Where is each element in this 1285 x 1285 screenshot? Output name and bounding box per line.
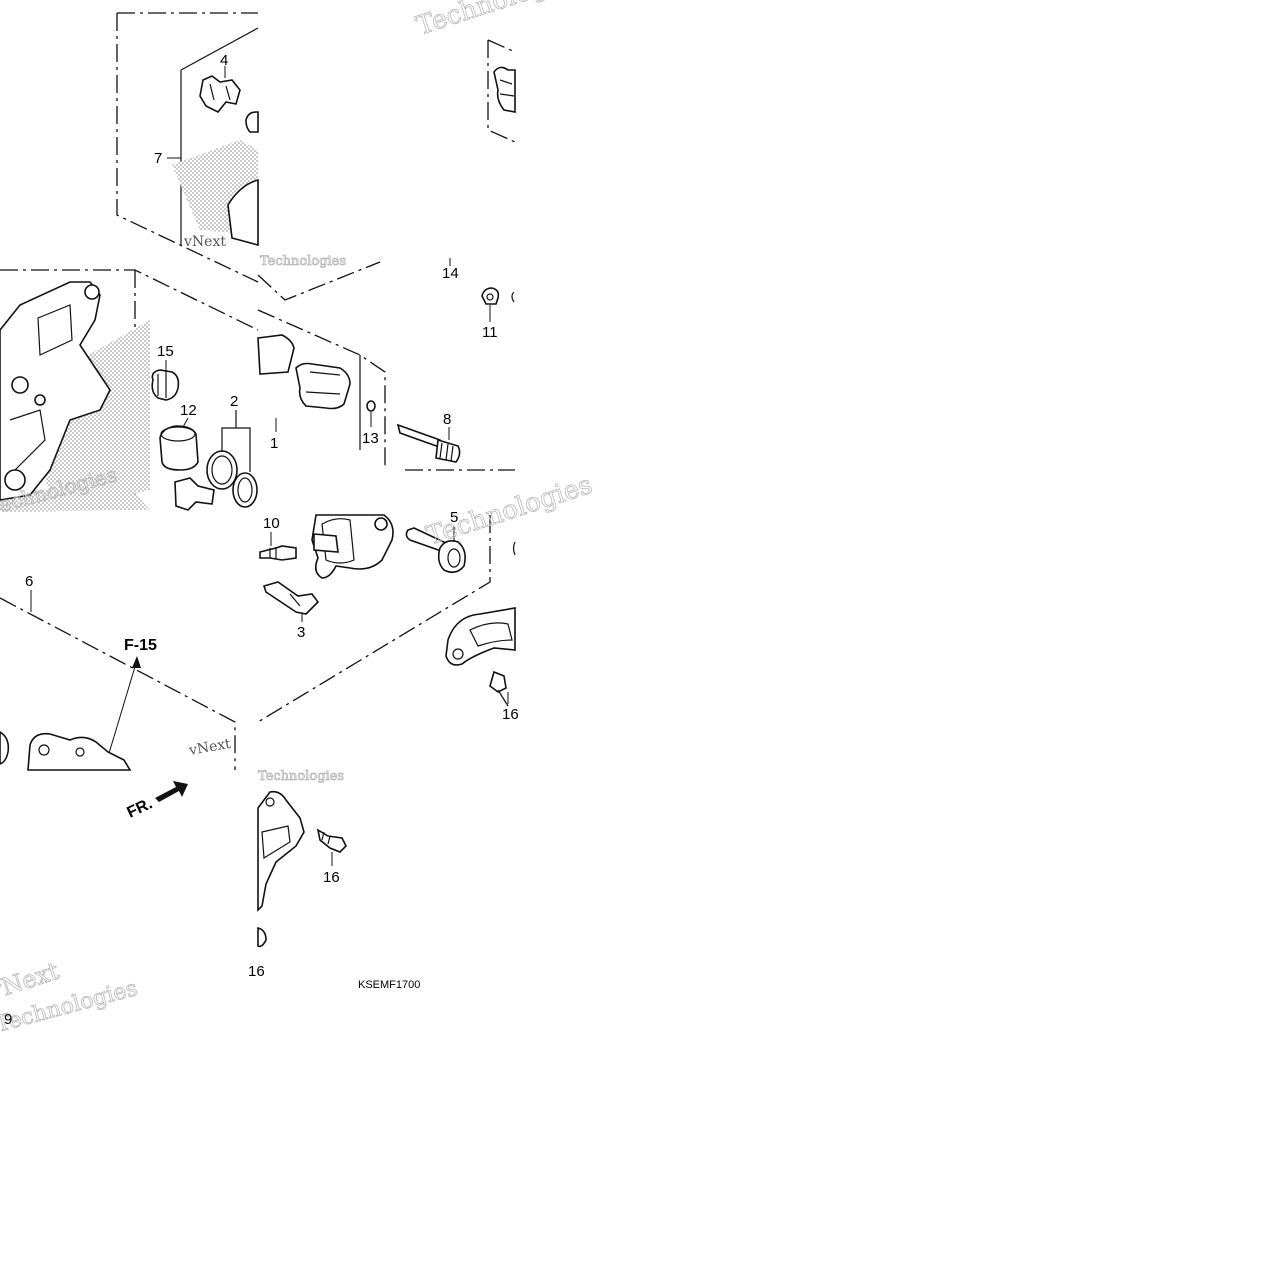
- callout-14: 14: [442, 265, 459, 282]
- tile-middle-right: 16: [445, 607, 519, 723]
- callout-11: 11: [482, 324, 498, 341]
- caliper-outline-dashed-right: [257, 515, 491, 723]
- seal-part-2: [206, 450, 258, 508]
- watermark-tech-middle: Technologies: [423, 470, 596, 552]
- piston-part-12: [159, 425, 199, 471]
- pin-part: [245, 111, 259, 133]
- watermark-tech: Technologies: [413, 0, 586, 42]
- watermark-brand: vNext: [183, 234, 226, 250]
- tile-bottom-lower: FR. vNext Technologies 9: [0, 781, 188, 1038]
- tile-bottom-left: 6 F-15 vNext: [0, 573, 236, 771]
- edge-part-c: [512, 541, 516, 556]
- section-ref: F-15: [124, 637, 157, 654]
- pad-part-left: [227, 178, 259, 247]
- callout-9: 9: [4, 1011, 12, 1028]
- front-label: FR.: [125, 795, 156, 821]
- caliper-outline-dashed: [487, 39, 516, 143]
- pad-spring-part: [199, 75, 241, 114]
- caliper-guard-part: [257, 790, 305, 948]
- tile-bottom-center: Technologies 16 16 KSEMF1700: [248, 769, 420, 991]
- front-arrow-icon: [155, 781, 188, 802]
- front-indicator: FR.: [125, 781, 188, 822]
- callout-16a: 16: [502, 706, 519, 723]
- caliper-body-part: [311, 514, 394, 579]
- callout-8: 8: [443, 411, 451, 428]
- caliper-body-part-lower: [27, 732, 132, 771]
- seal-part-lower: [0, 731, 10, 765]
- section-ref-arrow-line: [103, 659, 138, 771]
- callout-1: 1: [270, 435, 278, 452]
- callout-7: 7: [154, 150, 162, 167]
- callout-15: 15: [157, 343, 174, 360]
- caliper-part-top: [493, 66, 516, 113]
- tile-top-middle: Technologies Technologies: [260, 0, 587, 269]
- pad-retainer-part-3: [262, 581, 320, 615]
- callout-4: 4: [220, 52, 228, 69]
- section-ref-arrowhead: [132, 656, 141, 668]
- callout-10: 10: [263, 515, 280, 532]
- pad-part-left-center: [257, 334, 295, 375]
- washer-part-13: [366, 400, 376, 412]
- callout-12: 12: [180, 402, 197, 419]
- diagram-code: KSEMF1700: [358, 979, 420, 991]
- pad-part-right-center: [295, 362, 351, 410]
- callout-16b: 16: [323, 869, 340, 886]
- caliper-bracket-part: [0, 281, 111, 501]
- kit-outline-dashed: [116, 12, 259, 283]
- bleeder-valve-part-10: [259, 545, 297, 561]
- pad-box-dashed: [257, 261, 515, 471]
- tile-middle-left: 15 12 2 Technologies: [0, 269, 259, 520]
- bolt-part-16b: [316, 828, 347, 853]
- callout-6: 6: [25, 573, 33, 590]
- callout-5: 5: [450, 509, 458, 526]
- tile-middle-center: 10 3 5 Technologies: [257, 470, 596, 723]
- callout-3: 3: [297, 624, 305, 641]
- pin-bolt-part-8: [396, 423, 461, 463]
- bleeder-cap-part-15: [151, 369, 180, 401]
- watermark-tech-bottom-center: Technologies: [258, 769, 344, 784]
- disc-guard-part: [445, 607, 516, 666]
- bolt-part-16a: [489, 670, 509, 707]
- shadow-area-bottom: [0, 488, 150, 512]
- callout-16c: 16: [248, 963, 265, 980]
- slide-pin-part-5: [405, 527, 466, 574]
- watermark-brand-lower: vNext: [187, 736, 232, 759]
- callout-13: 13: [362, 430, 379, 447]
- tile-top-left: 4 7 vNext: [116, 12, 259, 283]
- bleeder-bolt-part: [174, 477, 215, 511]
- shadow-area-bracket: [40, 320, 150, 510]
- watermark-tech-lower: Technologies: [260, 254, 346, 269]
- caliper-outline-dashed-lower: [0, 597, 236, 770]
- callout-2: 2: [230, 393, 238, 410]
- lead-line-12: [182, 417, 189, 428]
- tile-center: 14 11 13 8 1: [257, 258, 515, 471]
- clip-part-11: [481, 287, 515, 305]
- lead-bracket-2: [221, 410, 251, 472]
